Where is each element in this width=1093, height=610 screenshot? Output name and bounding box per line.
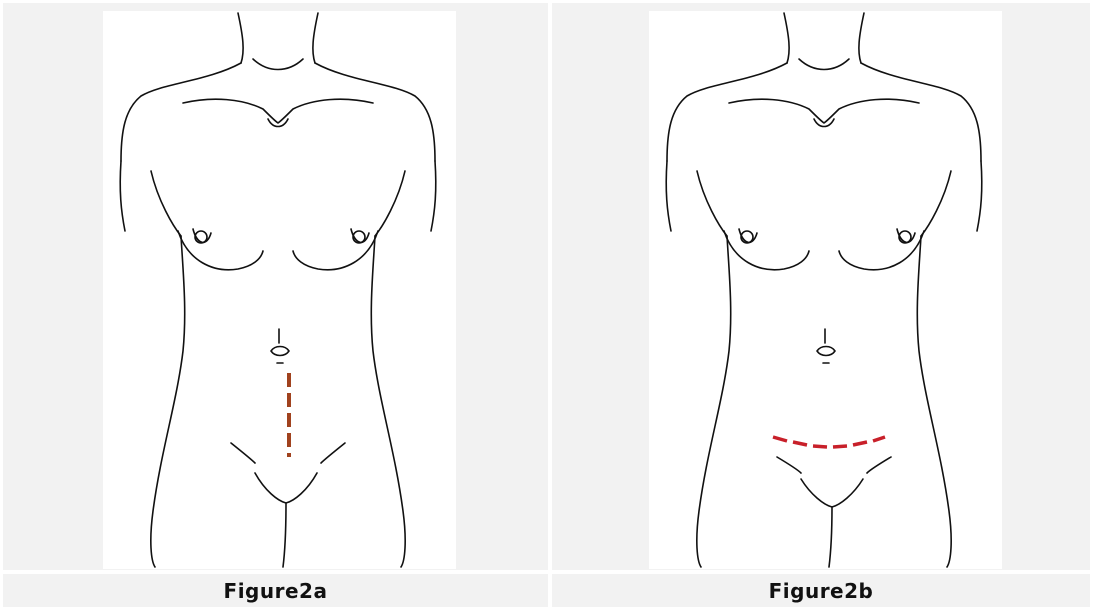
figure-2a-drawing <box>103 11 456 569</box>
figure-2a-caption: Figure2a <box>3 574 548 607</box>
torso-illustration-b <box>649 11 1002 569</box>
figure-2b-caption-cell: Figure2b <box>552 574 1090 607</box>
figure-2b-caption: Figure2b <box>552 574 1090 607</box>
figure-2a-cell <box>3 3 548 570</box>
figure-2b-drawing <box>649 11 1002 569</box>
figure-2a-caption-cell: Figure2a <box>3 574 548 607</box>
incision-line-b <box>773 437 885 447</box>
torso-illustration-a <box>103 11 456 569</box>
figure-2b-cell <box>552 3 1090 570</box>
